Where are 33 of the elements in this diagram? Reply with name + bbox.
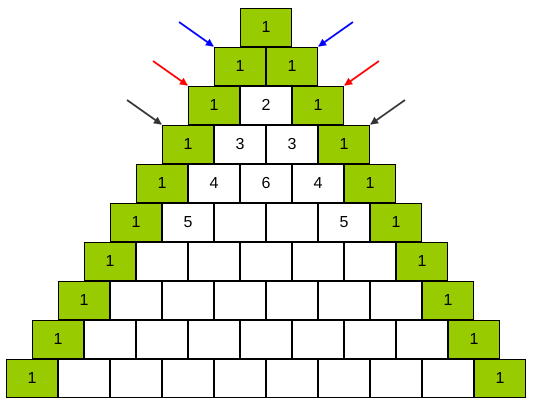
- number-cell: 2: [240, 86, 292, 125]
- number-cell: 5: [162, 203, 214, 242]
- arrow: [318, 21, 354, 47]
- edge-cell: 1: [448, 320, 500, 359]
- edge-cell: 1: [188, 86, 240, 125]
- number-cell: 6: [240, 164, 292, 203]
- edge-cell: 1: [370, 203, 422, 242]
- edge-cell: 1: [240, 8, 292, 47]
- arrow: [370, 99, 406, 125]
- number-cell: 4: [292, 164, 344, 203]
- edge-cell: 1: [292, 86, 344, 125]
- arrow: [178, 21, 214, 47]
- edge-cell: 1: [110, 203, 162, 242]
- edge-cell: 1: [84, 242, 136, 281]
- edge-cell: 1: [32, 320, 84, 359]
- number-cell: 3: [266, 125, 318, 164]
- edge-cell: 1: [318, 125, 370, 164]
- edge-cell: 1: [422, 281, 474, 320]
- arrow: [344, 60, 380, 86]
- number-cell: 5: [318, 203, 370, 242]
- edge-cell: 1: [474, 359, 526, 398]
- edge-cell: 1: [266, 47, 318, 86]
- edge-cell: 1: [162, 125, 214, 164]
- edge-cell: 1: [58, 281, 110, 320]
- edge-cell: 1: [344, 164, 396, 203]
- edge-cell: 1: [396, 242, 448, 281]
- arrow: [152, 60, 188, 86]
- arrow: [126, 99, 162, 125]
- number-cell: 3: [214, 125, 266, 164]
- edge-cell: 1: [214, 47, 266, 86]
- edge-cell: 1: [6, 359, 58, 398]
- edge-cell: 1: [136, 164, 188, 203]
- number-cell: 4: [188, 164, 240, 203]
